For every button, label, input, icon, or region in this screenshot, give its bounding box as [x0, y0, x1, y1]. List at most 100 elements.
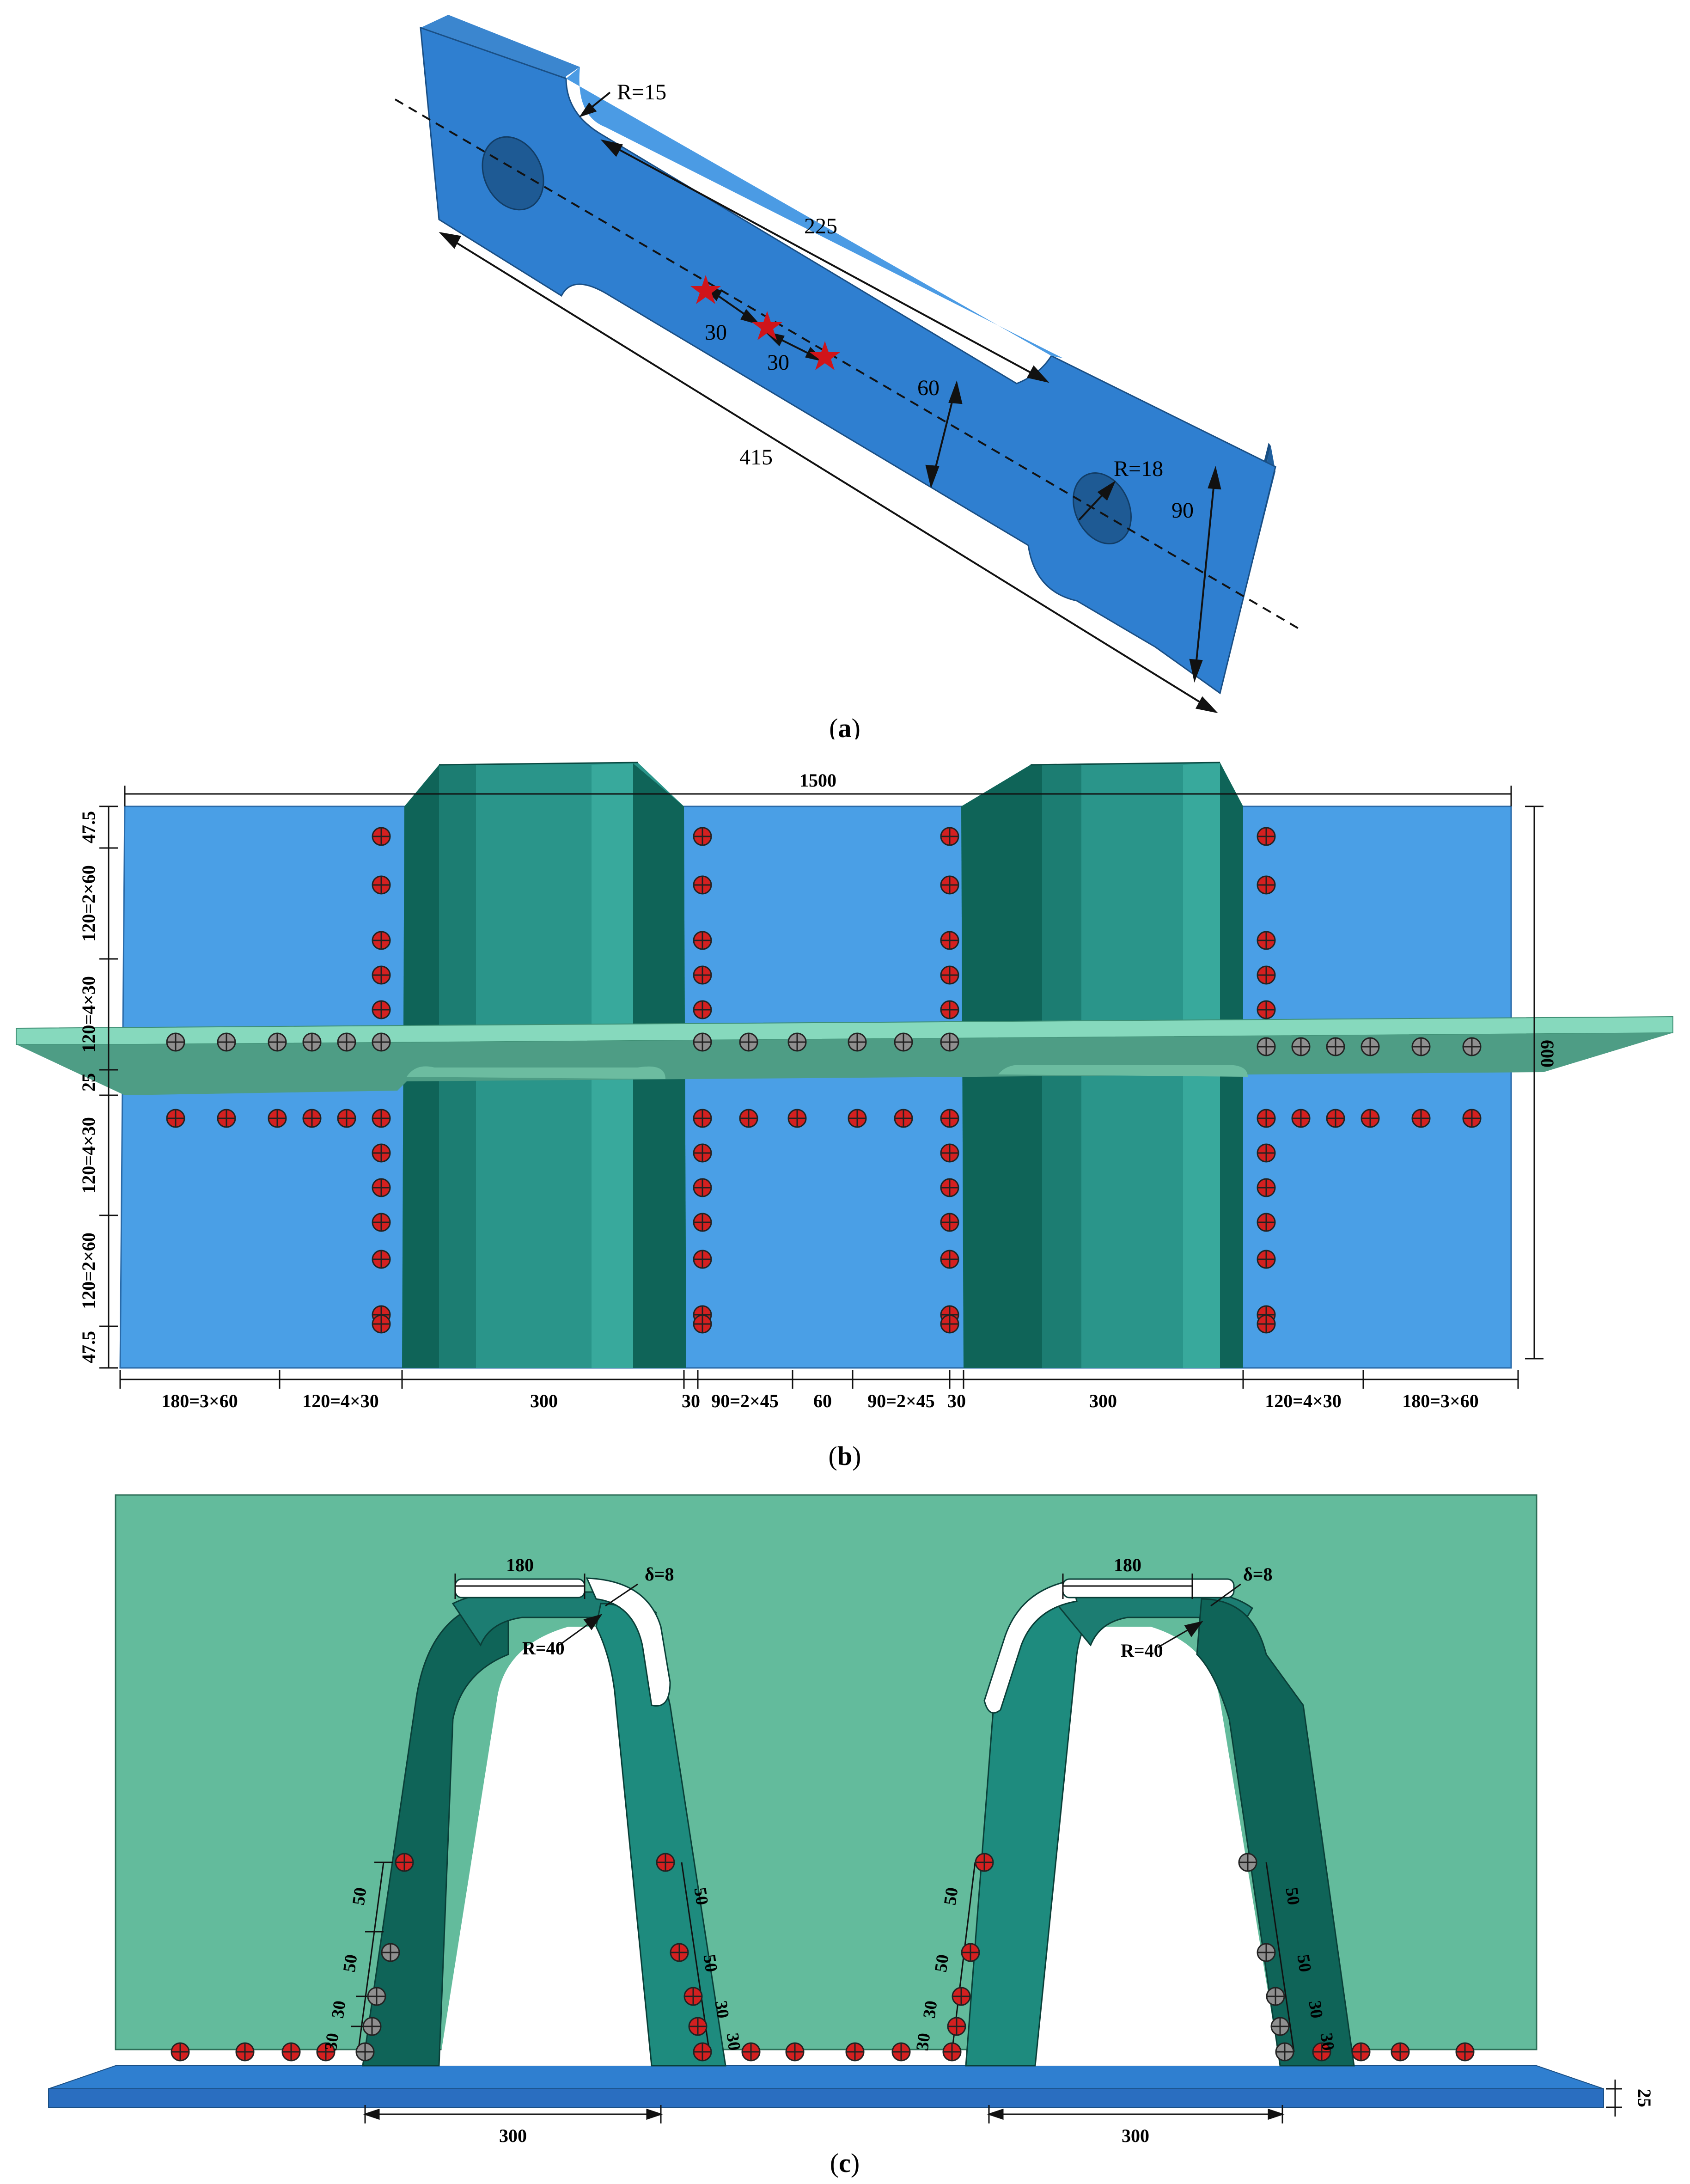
left-dim-1: 47.5: [78, 811, 99, 843]
weld-point-icon: [372, 1250, 391, 1269]
weld-point-icon: [1238, 1853, 1257, 1872]
slope-dim-r7: 30: [1305, 2000, 1326, 2019]
weld-point-icon: [693, 827, 712, 846]
weld-point-icon: [848, 1109, 867, 1128]
dim-r15: R=15: [617, 80, 666, 104]
weld-point-icon: [693, 875, 712, 895]
weld-point-icon: [693, 1314, 712, 1334]
weld-point-icon: [362, 2017, 382, 2036]
star-icon: [690, 275, 721, 304]
slope-dim-r2: 50: [699, 1953, 721, 1973]
weld-point-icon: [1257, 827, 1276, 846]
panel-b-top-view: 1500 600 47.5 120=2×60 120=4×30 25 120=4…: [16, 762, 1673, 1471]
weld-point-icon: [947, 2017, 966, 2036]
weld-point-icon: [372, 1178, 391, 1197]
weld-point-icon: [688, 2017, 708, 2036]
dim-415: 415: [739, 445, 773, 470]
weld-point-icon: [372, 1143, 391, 1163]
dim-225: 225: [804, 214, 837, 238]
weld-point-icon: [975, 1853, 994, 1872]
left-hole: [482, 136, 544, 211]
weld-point-icon: [952, 1987, 971, 2006]
rib2-top-band: [1062, 1578, 1235, 1598]
deck-cutouts: [407, 1065, 1248, 1079]
weld-point-icon: [787, 1032, 807, 1052]
weld-point-icon: [940, 965, 959, 985]
weld-point-icon: [171, 2042, 190, 2062]
dim-1500: 1500: [799, 770, 836, 791]
weld-point-icon: [1270, 2017, 1290, 2036]
bottom-dim-8: 30: [947, 1391, 966, 1411]
weld-point-icon: [940, 1314, 959, 1334]
bottom-dim-c2: 300: [1122, 2125, 1149, 2146]
star-icon: [752, 311, 782, 340]
slope-dim-l6: 50: [931, 1953, 953, 1973]
weld-point-icon: [940, 1143, 959, 1163]
rib1-radius: R=40: [522, 1638, 565, 1659]
weld-point-icon: [1312, 2042, 1331, 2062]
weld-point-icon: [894, 1109, 913, 1128]
slope-dim-l2: 50: [340, 1953, 361, 1973]
bottom-dim-4: 30: [682, 1391, 700, 1411]
weld-point-icon: [693, 931, 712, 950]
weld-point-icon: [845, 2042, 865, 2062]
bottom-dim-9: 300: [1089, 1391, 1117, 1411]
weld-point-icon: [693, 1250, 712, 1269]
weld-point-icon: [940, 1250, 959, 1269]
weld-point-icon: [316, 2042, 336, 2062]
weld-point-icon: [372, 1032, 391, 1052]
weld-point-icon: [217, 1032, 236, 1052]
bottom-dim-11: 180=3×60: [1402, 1391, 1479, 1411]
plate-thickness: 25: [1634, 2089, 1655, 2107]
weld-point-icon: [693, 1109, 712, 1128]
weld-point-icon: [235, 2042, 255, 2062]
weld-point-icon: [372, 931, 391, 950]
slope-dim-r3: 30: [711, 2000, 732, 2019]
weld-point-icon: [1257, 931, 1276, 950]
rib1-cutout: [439, 1627, 665, 2066]
weld-point-icon: [1361, 1109, 1380, 1128]
slope-dim-r4: 30: [722, 2032, 744, 2052]
weld-point-icon: [1462, 1037, 1482, 1056]
weld-point-icon: [372, 1109, 391, 1128]
weld-point-icon: [693, 2042, 712, 2062]
weld-point-icon: [337, 1109, 356, 1128]
rib1-thickness: δ=8: [645, 1564, 674, 1585]
weld-point-icon: [1257, 1250, 1276, 1269]
weld-point-icon: [1257, 1000, 1276, 1019]
slope-dim-r1: 50: [690, 1886, 712, 1906]
weld-point-icon: [1326, 1109, 1345, 1128]
weld-point-icon: [894, 1032, 913, 1052]
measurement-points: [690, 275, 840, 370]
weld-point-icon: [940, 1178, 959, 1197]
weld-points-b: [166, 827, 1482, 1334]
rib1-top-band: [454, 1578, 586, 1598]
weld-point-icon: [337, 1032, 356, 1052]
specimen-top-edge: [421, 15, 580, 83]
weld-point-icon: [961, 1943, 980, 1962]
weld-point-icon: [739, 1109, 758, 1128]
weld-point-icon: [693, 1000, 712, 1019]
weld-point-icon: [302, 1032, 322, 1052]
weld-point-icon: [1411, 1109, 1431, 1128]
bottom-dim-7: 90=2×45: [867, 1391, 935, 1411]
dim-90: 90: [1171, 498, 1194, 523]
right-hole: [1073, 472, 1132, 545]
left-dim-6: 120=2×60: [78, 1232, 99, 1309]
slope-dim-r5: 50: [1281, 1886, 1303, 1906]
weld-point-icon: [268, 1109, 287, 1128]
weld-point-icon: [355, 2042, 375, 2062]
weld-point-icon: [1326, 1037, 1345, 1056]
weld-point-icon: [656, 1853, 675, 1872]
weld-points-c: [171, 1853, 1475, 2062]
weld-point-icon: [217, 1109, 236, 1128]
weld-point-icon: [683, 1987, 703, 2006]
weld-point-icon: [670, 1943, 689, 1962]
weld-point-icon: [372, 965, 391, 985]
weld-point-icon: [940, 875, 959, 895]
weld-point-icon: [891, 2042, 911, 2062]
weld-point-icon: [372, 827, 391, 846]
weld-point-icon: [268, 1032, 287, 1052]
weld-point-icon: [1291, 1109, 1311, 1128]
